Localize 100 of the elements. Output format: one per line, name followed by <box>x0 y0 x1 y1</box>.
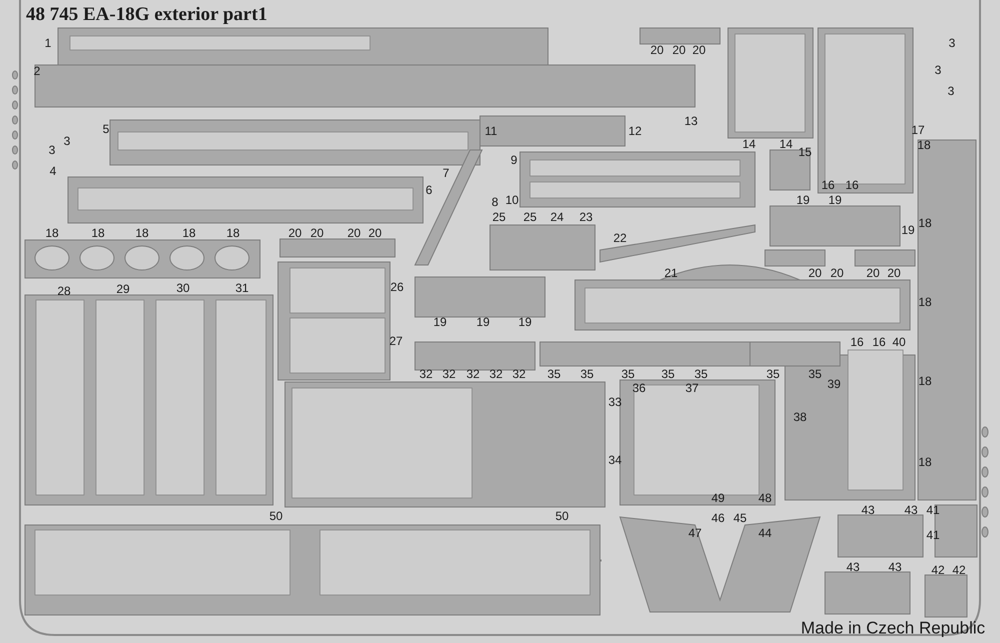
part-number: 35 <box>621 368 635 380</box>
part-number: 20 <box>866 267 880 279</box>
part-number: 22 <box>613 232 627 244</box>
part-number: 42 <box>931 564 945 576</box>
part-number: 38 <box>793 411 807 423</box>
part-number: 9 <box>510 154 518 166</box>
part-number: 43 <box>846 561 860 573</box>
part-number: 19 <box>828 194 842 206</box>
part-number: 18 <box>226 227 240 239</box>
part-number: 24 <box>550 211 564 223</box>
part-number: 43 <box>904 504 918 516</box>
part-number: 3 <box>948 85 954 97</box>
part-number: 45 <box>733 512 747 524</box>
part-number: 32 <box>466 368 480 380</box>
part-number: 20 <box>830 267 844 279</box>
part-number: 18 <box>918 456 932 468</box>
part-number: 20 <box>692 44 706 56</box>
part-number: 41 <box>926 504 940 516</box>
part-number: 19 <box>476 316 490 328</box>
part-number: 6 <box>426 184 432 196</box>
part-number: 44 <box>758 527 772 539</box>
part-number: 11 <box>484 125 498 137</box>
part-number: 35 <box>580 368 594 380</box>
part-number: 50 <box>555 510 569 522</box>
part-number: 32 <box>442 368 456 380</box>
part-number: 33 <box>608 396 622 408</box>
part-number: 3 <box>64 135 70 147</box>
part-number: 21 <box>664 267 678 279</box>
part-number: 20 <box>808 267 822 279</box>
part-number: 48 <box>758 492 772 504</box>
part-number: 10 <box>505 194 519 206</box>
part-number: 18 <box>918 217 932 229</box>
part-number: 19 <box>796 194 810 206</box>
part-number: 20 <box>310 227 324 239</box>
part-number: 42 <box>952 564 966 576</box>
part-number: 27 <box>389 335 403 347</box>
part-number: 32 <box>419 368 433 380</box>
part-number: 20 <box>650 44 664 56</box>
part-number: 18 <box>45 227 59 239</box>
origin-note: Made in Czech Republic <box>800 620 986 636</box>
part-number: 17 <box>911 124 925 136</box>
part-number: 34 <box>608 454 622 466</box>
part-number: 18 <box>918 375 932 387</box>
part-number: 14 <box>742 138 756 150</box>
part-number: 41 <box>926 529 940 541</box>
part-number: 16 <box>821 179 835 191</box>
part-number: 4 <box>50 165 56 177</box>
part-number: 16 <box>850 336 864 348</box>
part-number: 20 <box>347 227 361 239</box>
part-number: 7 <box>442 167 450 179</box>
part-number: 15 <box>798 146 812 158</box>
part-number: 13 <box>684 115 698 127</box>
sheet-title: 48 745 EA-18G exterior part1 <box>26 4 268 26</box>
part-number: 1 <box>44 37 52 49</box>
part-number: 32 <box>489 368 503 380</box>
part-number: 32 <box>512 368 526 380</box>
part-number: 35 <box>661 368 675 380</box>
part-number: 12 <box>628 125 642 137</box>
part-number: 40 <box>892 336 906 348</box>
part-number: 19 <box>901 224 915 236</box>
part-number: 5 <box>102 123 110 135</box>
part-number: 20 <box>368 227 382 239</box>
part-number: 49 <box>711 492 725 504</box>
part-number: 30 <box>176 282 190 294</box>
part-number: 14 <box>779 138 793 150</box>
part-number: 20 <box>288 227 302 239</box>
part-number: 36 <box>632 382 646 394</box>
part-number: 18 <box>182 227 196 239</box>
part-number: 47 <box>688 527 702 539</box>
part-number: 3 <box>934 64 942 76</box>
part-number: 25 <box>523 211 537 223</box>
part-number: 26 <box>390 281 404 293</box>
part-number: 2 <box>34 65 40 77</box>
part-number: 35 <box>694 368 708 380</box>
part-number: 16 <box>845 179 859 191</box>
part-number: 8 <box>492 196 498 208</box>
part-number: 43 <box>861 504 875 516</box>
part-number: 35 <box>808 368 822 380</box>
part-number: 46 <box>711 512 725 524</box>
part-number: 3 <box>48 144 56 156</box>
part-number: 20 <box>887 267 901 279</box>
part-number: 37 <box>685 382 699 394</box>
part-number: 31 <box>235 282 249 294</box>
part-number: 19 <box>433 316 447 328</box>
part-number: 20 <box>672 44 686 56</box>
part-number: 18 <box>135 227 149 239</box>
part-number: 18 <box>917 139 931 151</box>
part-number: 18 <box>918 296 932 308</box>
part-number: 29 <box>116 283 130 295</box>
part-number: 39 <box>827 378 841 390</box>
part-number: 3 <box>948 37 956 49</box>
part-number: 35 <box>766 368 780 380</box>
part-number: 18 <box>91 227 105 239</box>
part-number: 23 <box>579 211 593 223</box>
part-number: 25 <box>492 211 506 223</box>
part-number: 50 <box>269 510 283 522</box>
part-number: 35 <box>547 368 561 380</box>
part-number: 19 <box>518 316 532 328</box>
part-number: 28 <box>57 285 71 297</box>
part-number: 16 <box>872 336 886 348</box>
